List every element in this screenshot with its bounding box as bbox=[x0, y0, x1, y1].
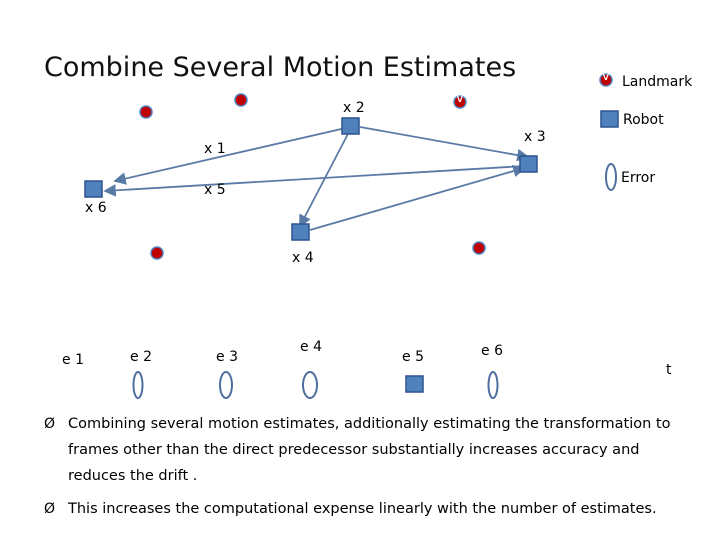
landmark-dot bbox=[453, 95, 467, 109]
label-time-t: t bbox=[666, 362, 672, 378]
label-x5: x 5 bbox=[204, 182, 226, 198]
robot-pose-e5 bbox=[405, 375, 424, 393]
landmark-dot bbox=[139, 105, 153, 119]
label-e3: e 3 bbox=[216, 349, 238, 365]
robot-pose-x2 bbox=[341, 117, 360, 135]
bullet-arrow-icon: Ø bbox=[44, 501, 56, 517]
landmark-v-mark: v bbox=[456, 91, 464, 106]
legend-robot-label: Robot bbox=[623, 112, 664, 128]
legend-error-symbol bbox=[605, 163, 617, 191]
error-ellipse-e4 bbox=[302, 371, 318, 399]
legend-landmark-v-mark: v bbox=[602, 69, 610, 84]
robot-pose-x4 bbox=[291, 223, 310, 241]
slide-title: Combine Several Motion Estimates bbox=[44, 52, 517, 83]
label-e4: e 4 bbox=[300, 339, 322, 355]
error-ellipse-e6 bbox=[487, 371, 499, 399]
bullet-arrow-icon: Ø bbox=[44, 416, 56, 432]
label-e1: e 1 bbox=[62, 352, 84, 368]
edge-x4-x3 bbox=[309, 164, 526, 231]
label-x6: x 6 bbox=[85, 200, 107, 216]
edge-x2-x1 bbox=[113, 126, 351, 185]
label-e5: e 5 bbox=[402, 349, 424, 365]
label-x2: x 2 bbox=[343, 100, 365, 116]
legend-error-label: Error bbox=[621, 170, 656, 186]
legend-landmark-symbol bbox=[599, 73, 613, 87]
label-x1: x 1 bbox=[204, 141, 226, 157]
label-x4: x 4 bbox=[292, 250, 314, 266]
bullet-item: Ø This increases the computational expen… bbox=[44, 496, 684, 522]
legend-landmark-label: Landmark bbox=[622, 74, 693, 90]
bullet-text: Combining several motion estimates, addi… bbox=[68, 416, 671, 484]
robot-pose-x6 bbox=[84, 180, 103, 198]
landmark-dot bbox=[472, 241, 486, 255]
error-ellipse-e2 bbox=[132, 371, 144, 399]
label-x3: x 3 bbox=[524, 129, 546, 145]
edge-x2-x3 bbox=[359, 126, 530, 162]
label-e2: e 2 bbox=[130, 349, 152, 365]
label-e6: e 6 bbox=[481, 343, 503, 359]
edge-x3-x5 bbox=[103, 165, 526, 197]
landmark-dot bbox=[234, 93, 248, 107]
robot-pose-x3 bbox=[519, 155, 538, 173]
bullet-item: Ø Combining several motion estimates, ad… bbox=[44, 411, 684, 489]
error-ellipse-e3 bbox=[219, 371, 233, 399]
landmark-dot bbox=[150, 246, 164, 260]
legend-robot-symbol bbox=[600, 110, 619, 128]
bullet-text: This increases the computational expense… bbox=[68, 501, 657, 517]
